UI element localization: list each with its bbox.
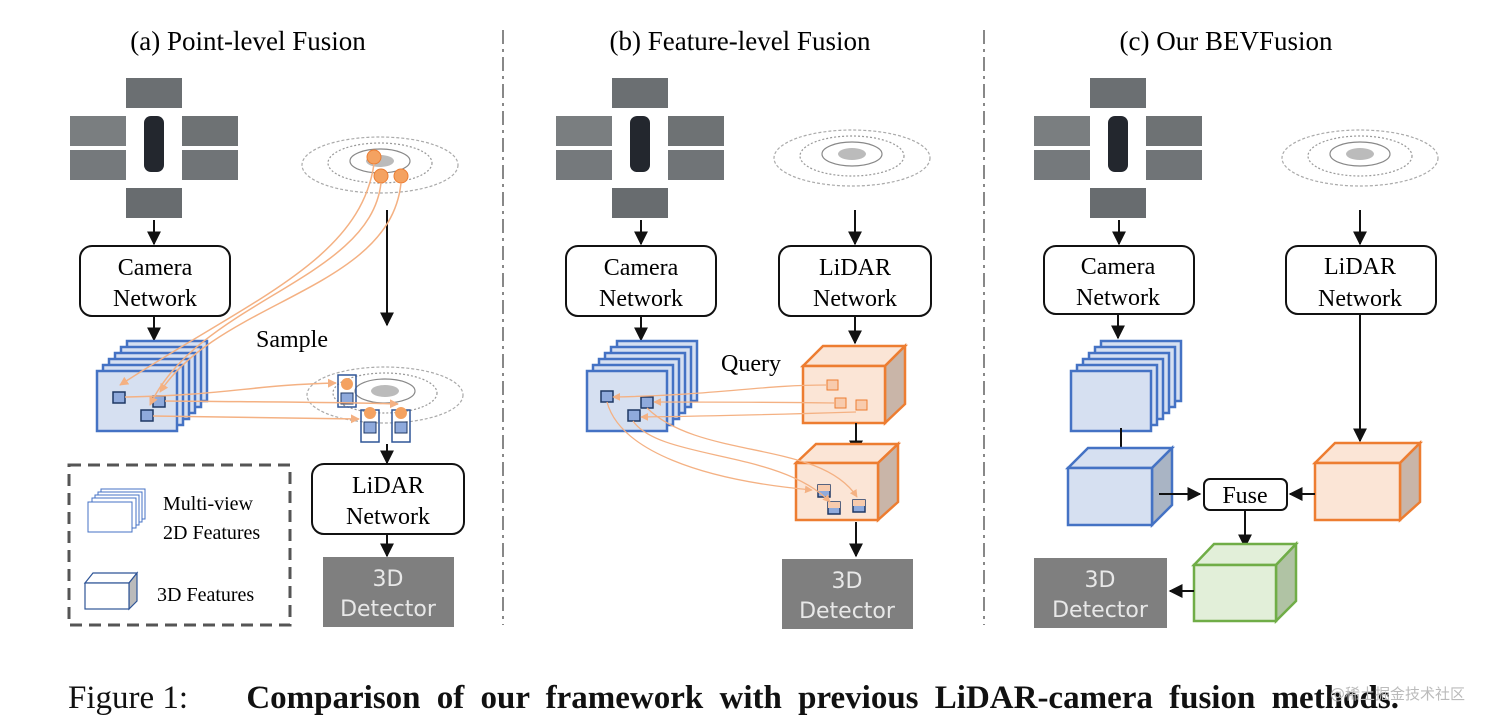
panel-c-detector-label-2: Detector (1052, 598, 1149, 623)
legend-label-multiview: Multi-view (163, 493, 254, 515)
3d-feature-cube-icon (83, 571, 139, 611)
panel-c-3d-detector (1034, 558, 1167, 628)
panel-c-lidar-label: LiDAR (1324, 254, 1396, 280)
panel-c-camera-images (1034, 78, 1202, 218)
panel-c-camera-bev-features (1064, 444, 1176, 529)
panel-a-lidar-network-label: Network (346, 504, 430, 530)
panel-c-network-label: Network (1076, 285, 1160, 311)
caption-text: Comparison of our framework with previou… (246, 680, 1399, 716)
panel-c-detector-label-1: 3D (1085, 568, 1116, 593)
panel-a-detector-label-2: Detector (340, 597, 437, 622)
stacked-2d-features-icon (87, 488, 146, 533)
legend-label-2d-features: 2D Features (163, 522, 260, 544)
panel-b-detector-label-2: Detector (799, 599, 896, 624)
panel-a-lidar-label: LiDAR (352, 473, 424, 499)
panel-c-2d-features (1069, 339, 1183, 433)
panel-b-camera-label: Camera (604, 255, 679, 281)
panel-b-fused-3d-features (792, 441, 902, 523)
panel-b-title: (b) Feature-level Fusion (610, 26, 871, 56)
legend-label-3d-features: 3D Features (157, 584, 254, 606)
panel-b-query-label: Query (721, 351, 781, 377)
panel-a-network-label: Network (113, 286, 197, 312)
watermark: @稀土掘金技术社区 (1330, 685, 1466, 703)
panel-c-fused-bev-features (1191, 540, 1299, 625)
panel-b-network-label: Network (599, 286, 683, 312)
panel-a-camera-label: Camera (118, 255, 193, 281)
panel-b-lidar-network-label: Network (813, 286, 897, 312)
panel-c-lidar-pointcloud (1281, 129, 1439, 187)
panel-b-camera-images (556, 78, 724, 218)
panel-a-lidar-pointcloud (301, 136, 459, 194)
panel-b-detector-label-1: 3D (832, 569, 863, 594)
panel-b-lidar-pointcloud (773, 129, 931, 187)
caption-label: Figure 1: (68, 680, 189, 716)
panel-a-camera-images (70, 78, 238, 218)
fuse-label: Fuse (1222, 483, 1267, 509)
panel-a-title: (a) Point-level Fusion (130, 26, 366, 56)
figure-caption: Figure 1: Comparison of our framework wi… (68, 680, 1399, 717)
panel-c-camera-label: Camera (1081, 254, 1156, 280)
panel-b-lidar-label: LiDAR (819, 255, 891, 281)
panel-a-sample-label: Sample (256, 327, 328, 353)
panel-a-3d-detector (323, 557, 454, 627)
panel-c-title: (c) Our BEVFusion (1120, 26, 1333, 56)
panel-b-3d-detector (782, 559, 913, 629)
panel-a-lidar-sampled (306, 366, 464, 424)
panel-a-detector-label-1: 3D (373, 567, 404, 592)
panel-c-lidar-network-label: Network (1318, 286, 1402, 312)
panel-c-lidar-bev-features (1311, 439, 1424, 523)
